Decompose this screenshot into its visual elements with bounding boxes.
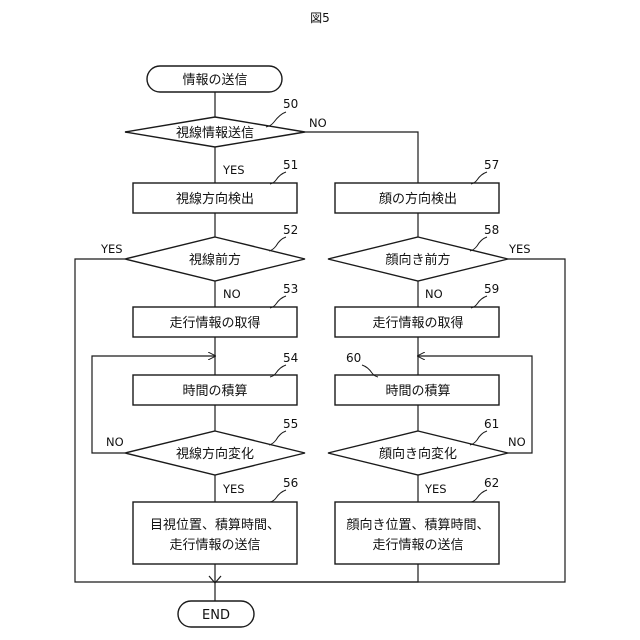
- process-56-label-line2: 走行情報の送信: [169, 538, 260, 553]
- ref-59: 59: [484, 282, 499, 296]
- process-56-label-line1: 目視位置、積算時間、: [150, 518, 280, 533]
- end-label: END: [202, 608, 230, 623]
- branch-label-no-52: NO: [223, 287, 241, 301]
- branch-label-no-58: NO: [425, 287, 443, 301]
- process-53-label: 走行情報の取得: [169, 315, 260, 331]
- branch-label-yes-58: YES: [508, 242, 531, 256]
- decision-52-label: 視線前方: [189, 252, 241, 268]
- ref-52: 52: [283, 223, 298, 237]
- process-51-label: 視線方向検出: [176, 191, 254, 207]
- ref-50: 50: [283, 97, 298, 111]
- ref-54: 54: [283, 351, 298, 365]
- branch-label-yes-50: YES: [222, 163, 245, 177]
- process-60-label: 時間の積算: [385, 384, 450, 399]
- branch-label-no-61: NO: [508, 435, 526, 449]
- decision-55-label: 視線方向変化: [176, 446, 254, 462]
- process-56: [133, 502, 297, 564]
- process-62: [335, 502, 499, 564]
- process-62-label-line1: 顔向き位置、積算時間、: [346, 517, 489, 533]
- start-label: 情報の送信: [182, 73, 247, 88]
- figure-title: 図5: [310, 11, 330, 25]
- ref-51: 51: [283, 158, 298, 172]
- ref-61: 61: [484, 417, 499, 431]
- ref-60: 60: [346, 351, 361, 365]
- ref-62: 62: [484, 476, 499, 490]
- branch-label-yes-61: YES: [424, 482, 447, 496]
- process-54-label: 時間の積算: [182, 384, 247, 399]
- ref-57: 57: [484, 158, 499, 172]
- process-59-label: 走行情報の取得: [372, 315, 463, 331]
- branch-label-no-55: NO: [106, 435, 124, 449]
- ref-53: 53: [283, 282, 298, 296]
- ref-56: 56: [283, 476, 298, 490]
- ref-55: 55: [283, 417, 298, 431]
- process-57-label: 顔の方向検出: [379, 191, 457, 207]
- decision-50-label: 視線情報送信: [176, 125, 254, 141]
- decision-61-label: 顔向き向変化: [379, 446, 457, 462]
- process-62-label-line2: 走行情報の送信: [372, 538, 463, 553]
- ref-58: 58: [484, 223, 499, 237]
- branch-label-no-50: NO: [309, 116, 327, 130]
- branch-label-yes-55: YES: [222, 482, 245, 496]
- branch-label-yes-52: YES: [100, 242, 123, 256]
- decision-58-label: 顔向き前方: [385, 252, 450, 268]
